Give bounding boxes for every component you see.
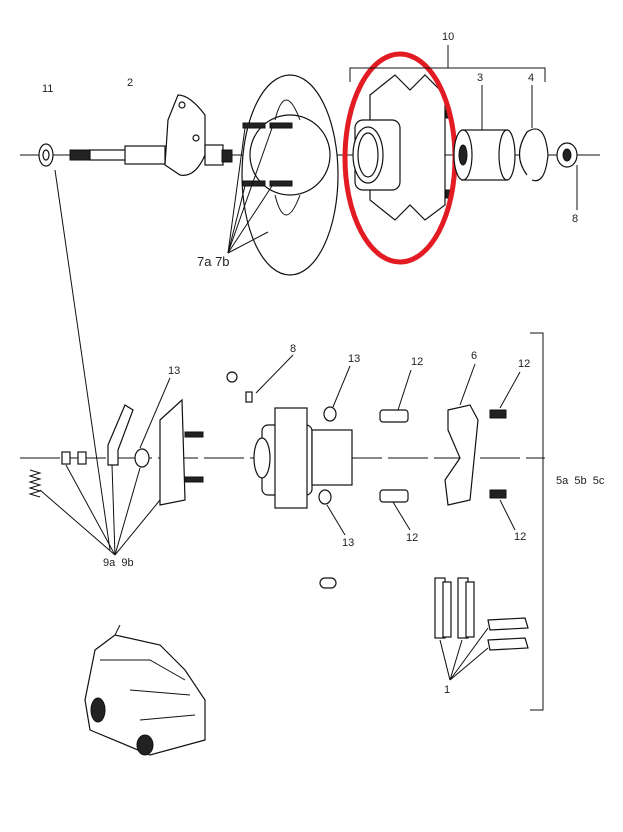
caliper-assembly-bracket: [530, 332, 544, 711]
carrier-part[interactable]: [444, 404, 479, 506]
grommet-part[interactable]: [319, 577, 337, 589]
label-handbrake-parts: 9a 9b: [103, 557, 134, 569]
label-circlip: 4: [528, 72, 534, 84]
bush-part[interactable]: [61, 451, 71, 465]
hub-assembly-bracket: [349, 45, 546, 82]
label-hub-assembly: 10: [442, 31, 454, 43]
handbrake-lever-part[interactable]: [107, 404, 134, 466]
label-brake-pads: 1: [444, 684, 450, 696]
washer-part[interactable]: [38, 143, 54, 167]
slide-pin-top-part[interactable]: [379, 409, 409, 423]
handbrake-seal-part[interactable]: [134, 448, 150, 468]
seal-bottom-part[interactable]: [318, 489, 332, 505]
vehicle-illustration: [84, 624, 206, 756]
label-seal-bottom: 13: [342, 537, 354, 549]
caliper-part[interactable]: [253, 407, 353, 509]
seal-top-part[interactable]: [323, 406, 337, 422]
label-carrier-bolt-bottom: 12: [514, 531, 526, 543]
handbrake-bracket-part[interactable]: [159, 398, 186, 506]
label-washer: 11: [42, 83, 53, 95]
brake-disc-part[interactable]: [241, 74, 339, 276]
hub-nut-part[interactable]: [556, 142, 578, 168]
slide-pin-bottom-part[interactable]: [379, 489, 409, 503]
label-slide-pin-bottom: 12: [406, 532, 418, 544]
spring-part[interactable]: [28, 469, 42, 498]
label-carrier-bolt-top: 12: [518, 358, 530, 370]
label-hub-nut: 8: [572, 213, 578, 225]
label-caliper-assembly: 5a 5b 5c: [556, 475, 605, 487]
label-slide-pin-top: 12: [411, 356, 423, 368]
label-carrier: 6: [471, 350, 477, 362]
label-caliper-bleed: 8: [290, 343, 296, 355]
circlip-part[interactable]: [518, 128, 549, 182]
label-disc-bolts: 7a 7b: [197, 254, 230, 269]
carrier-bolt-bottom-part[interactable]: [489, 489, 507, 499]
label-stub-axle: 2: [127, 77, 133, 89]
wheel-hub-part[interactable]: [352, 74, 451, 221]
bleed-cap-part[interactable]: [226, 371, 238, 383]
stub-axle-part[interactable]: [69, 94, 233, 176]
label-handbrake-seal: 13: [168, 365, 180, 377]
carrier-bolt-top-part[interactable]: [489, 409, 507, 419]
brake-pads-part[interactable]: [434, 577, 529, 651]
label-seal-top: 13: [348, 353, 360, 365]
bearing-part[interactable]: [453, 129, 516, 181]
label-bearing: 3: [477, 72, 483, 84]
